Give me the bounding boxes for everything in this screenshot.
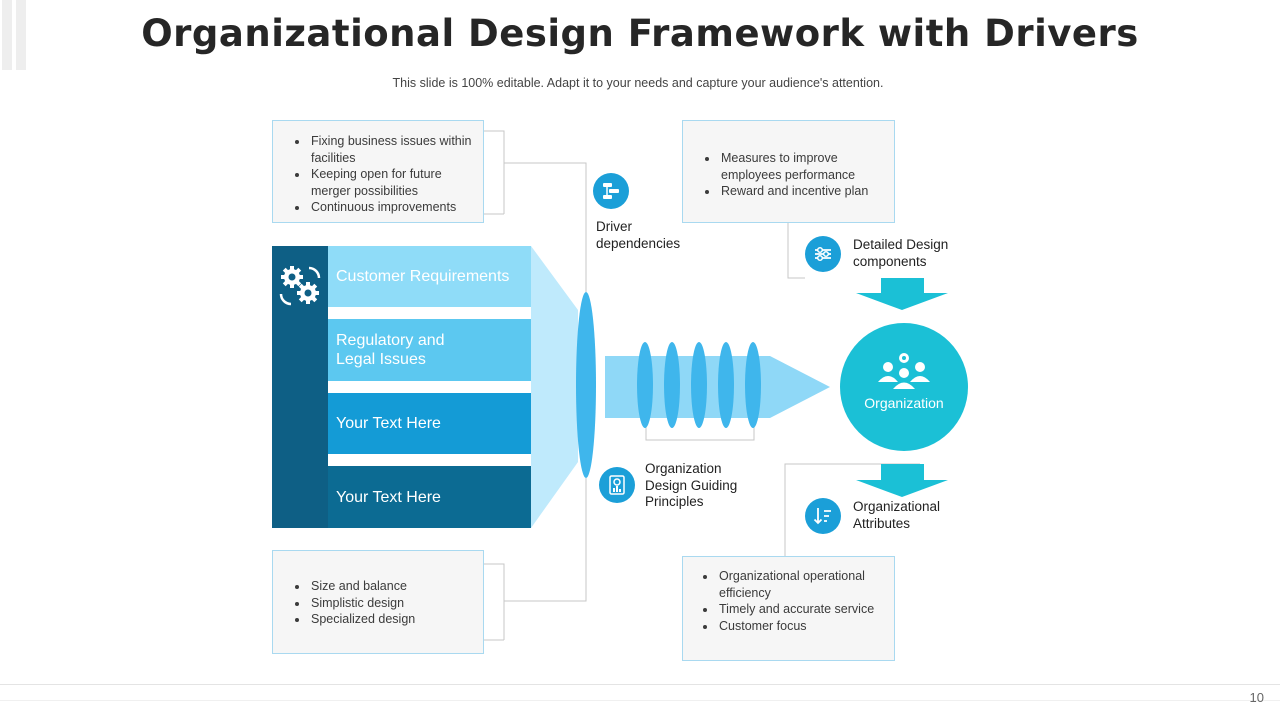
footer-divider-2	[0, 700, 1280, 701]
driver-label: Your Text Here	[336, 415, 441, 432]
footer-divider	[0, 684, 1280, 685]
driver-item-customer-requirements: Customer Requirements	[328, 246, 531, 307]
org-attributes-label: Organizational Attributes	[853, 499, 941, 531]
ring-2	[664, 342, 680, 428]
ring-3	[691, 342, 707, 428]
info-box-top-left: Fixing business issues within facilities…	[272, 120, 484, 223]
principles-icon	[599, 467, 635, 503]
slide-title: Organizational Design Framework with Dri…	[141, 12, 1139, 55]
info-box-top-right: Measures to improve employees performanc…	[682, 120, 895, 223]
drivers-vertical-label: Organization Design Drivers	[0, 238, 39, 398]
list-item: Organizational operational efficiency	[717, 568, 894, 601]
list-item: Simplistic design	[309, 595, 483, 612]
info-box-bottom-left: Size and balance Simplistic design Speci…	[272, 550, 484, 654]
funnel-lens	[576, 292, 596, 478]
guiding-principles-label: Organization Design Guiding Principles	[645, 461, 738, 509]
list-item: Specialized design	[309, 611, 483, 628]
down-arrow-bottom	[856, 464, 948, 497]
design-components-label: Detailed Design components	[853, 237, 949, 269]
corner-decoration	[0, 0, 30, 70]
list-item: Measures to improve employees performanc…	[719, 150, 894, 183]
driver-item-text-1: Your Text Here	[328, 393, 531, 454]
gears-icon	[279, 264, 323, 313]
ring-1	[637, 342, 653, 428]
list-item: Keeping open for future merger possibili…	[309, 166, 483, 199]
list-item: Fixing business issues within facilities	[309, 133, 483, 166]
list-item: Timely and accurate service	[717, 601, 894, 618]
info-box-bottom-right: Organizational operational efficiency Ti…	[682, 556, 895, 661]
driver-label: Customer Requirements	[336, 268, 510, 285]
ring-4	[718, 342, 734, 428]
sort-descending-icon	[805, 498, 841, 534]
flow-arrow	[605, 356, 830, 418]
driver-item-text-2: Your Text Here	[328, 466, 531, 528]
organization-label: Organization	[864, 395, 944, 411]
page-number: 10	[1249, 690, 1264, 705]
dependency-icon	[593, 173, 629, 209]
driver-dependencies-label: Driver dependencies	[596, 219, 681, 251]
team-icon	[875, 348, 933, 395]
driver-item-regulatory: Regulatory and Legal Issues	[328, 319, 531, 381]
slide-subtitle: This slide is 100% editable. Adapt it to…	[392, 76, 884, 90]
funnel-shape	[531, 246, 578, 528]
sliders-icon	[805, 236, 841, 272]
list-item: Reward and incentive plan	[719, 183, 894, 200]
down-arrow-top	[856, 278, 948, 310]
driver-label: Your Text Here	[336, 488, 441, 506]
ring-5	[745, 342, 761, 428]
list-item: Size and balance	[309, 578, 483, 595]
driver-label: Regulatory and Legal Issues	[336, 332, 445, 368]
list-item: Continuous improvements	[309, 199, 483, 216]
list-item: Customer focus	[717, 618, 894, 635]
